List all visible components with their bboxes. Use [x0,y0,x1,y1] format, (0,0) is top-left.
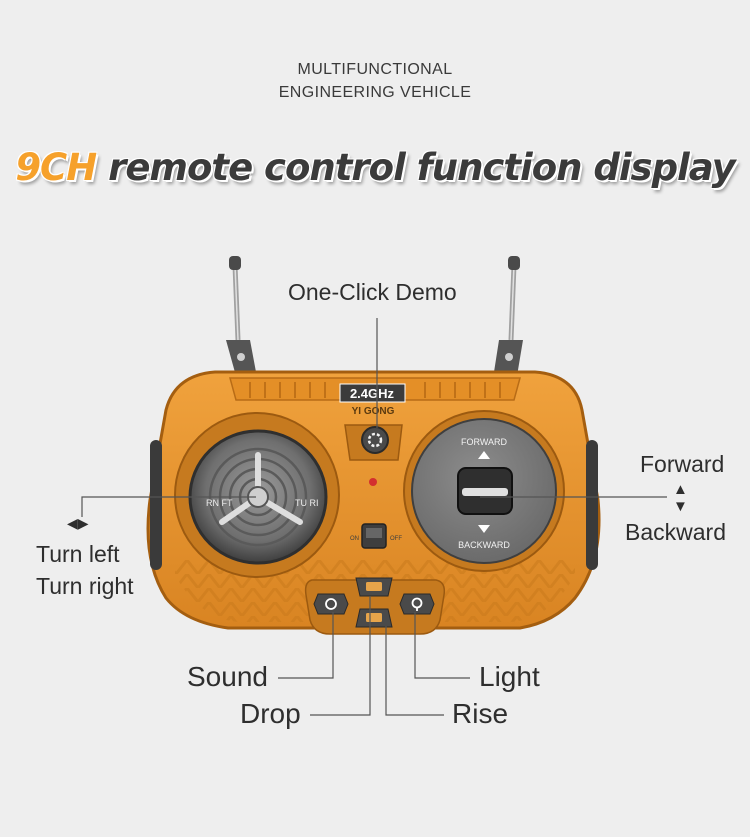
forward-label: Forward [640,451,725,477]
excavator-up-icon [366,582,382,591]
sound-button[interactable] [313,593,349,615]
rise-label: Rise [452,698,509,729]
power-led [369,478,377,486]
left-antenna [226,256,256,376]
left-right-arrows-icon: ◀▶ [67,515,89,531]
gear-icon [367,432,383,448]
power-icon [325,598,337,610]
demo-label: One-Click Demo [288,279,457,305]
stick-forward-text: FORWARD [461,437,507,447]
frequency-badge [339,383,406,403]
subtitle-line-1: MULTIFUNCTIONAL [297,61,453,78]
switch-off-text: OFF [390,536,402,542]
drop-label: Drop [240,698,301,729]
right-antenna [494,256,523,376]
badge-brand-text: YI GONG [352,406,395,417]
wheel-right-text: TU RI [295,498,319,508]
light-label: Light [479,661,540,692]
left-grip [150,440,162,570]
demo-button[interactable] [361,426,389,454]
rise-button[interactable] [355,577,393,597]
headline-rest: remote control function display [96,146,736,189]
backward-label: Backward [625,519,726,545]
subtitle-line-2: ENGINEERING VEHICLE [278,84,472,101]
sound-label: Sound [187,661,268,692]
headline: 9CH remote control function display [0,146,750,189]
switch-on-text: ON [350,536,359,542]
stick-backward-text: BACKWARD [458,540,510,550]
up-down-arrows-icon: ▲▼ [673,481,688,515]
light-button[interactable] [399,593,435,615]
turn-left-label: Turn left [36,541,120,567]
headline-accent: 9CH [15,146,97,189]
right-grip [586,440,598,570]
wheel-left-text: RN FT [206,498,233,508]
subtitle: MULTIFUNCTIONAL ENGINEERING VEHICLE [0,58,750,104]
arrow-up-icon [478,451,490,459]
arrow-down-icon [478,525,490,533]
turn-right-label: Turn right [36,573,134,599]
badge-frequency-text: 2.4GHz [350,386,395,401]
